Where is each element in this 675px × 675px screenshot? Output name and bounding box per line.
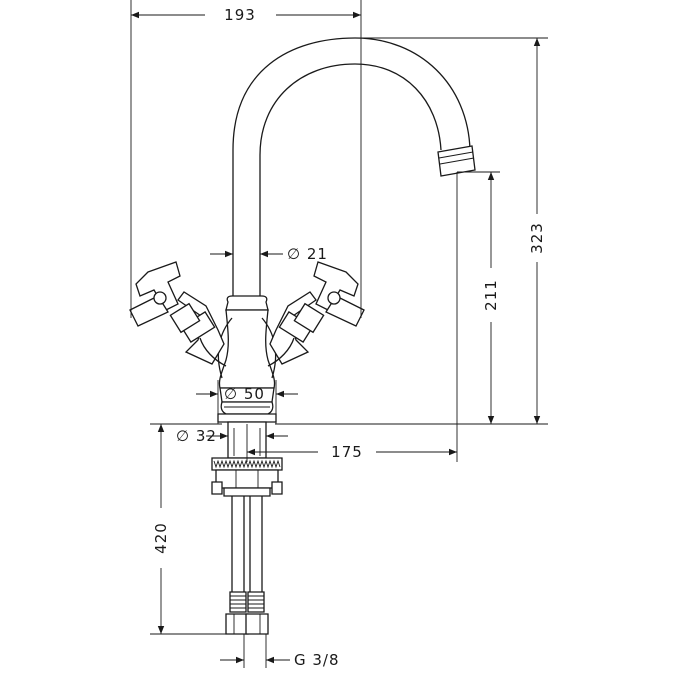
right-cross-handle <box>267 261 365 367</box>
dim-connection-thread: G 3/8 <box>294 651 340 669</box>
dimension-lines <box>130 0 548 668</box>
faucet-body <box>217 295 277 423</box>
dim-hose-length: 420 <box>152 522 170 554</box>
left-cross-handle <box>129 261 227 367</box>
dimension-labels: 193 ∅ 21 ∅ 50 ∅ 32 175 420 323 211 G 3/8 <box>152 6 546 669</box>
dim-spout-diameter: ∅ 21 <box>287 245 328 263</box>
dim-spout-projection: 175 <box>331 443 363 461</box>
dim-total-height: 323 <box>528 222 546 254</box>
supply-hoses <box>225 496 269 635</box>
faucet-outline <box>129 37 476 635</box>
spout <box>232 37 476 300</box>
dim-overall-reach: 193 <box>224 6 256 24</box>
dim-base-diameter: ∅ 32 <box>176 427 217 445</box>
dim-spout-height: 211 <box>482 279 500 311</box>
dim-body-diameter: ∅ 50 <box>224 385 265 403</box>
